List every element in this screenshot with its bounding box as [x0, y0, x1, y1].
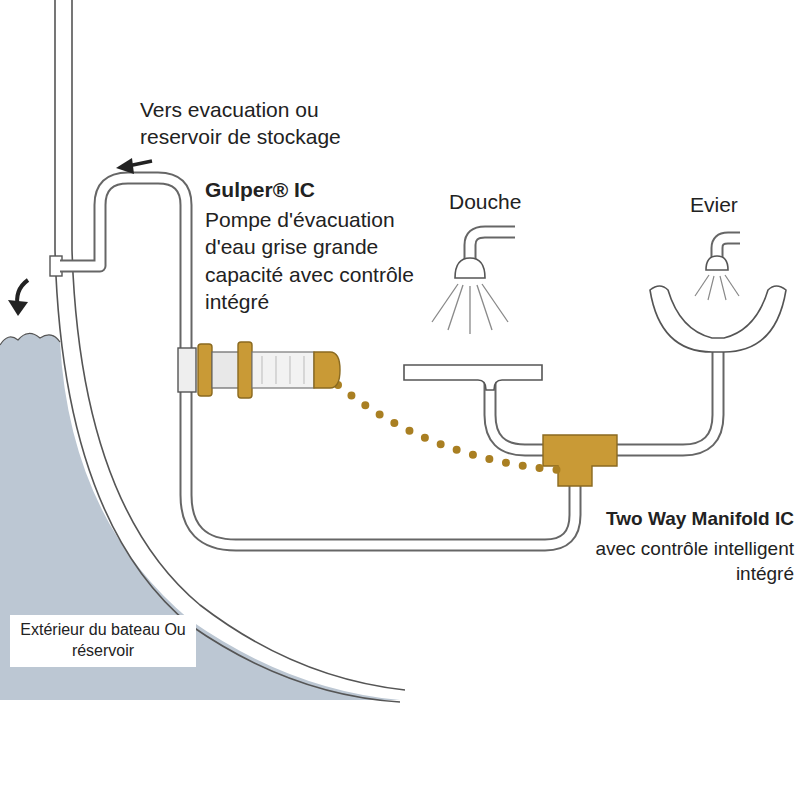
part-name: Gulper® IC	[205, 176, 315, 203]
part-name: Two Way Manifold IC	[606, 507, 794, 532]
part-description: Pompe d'évacuation d'eau grise grande ca…	[205, 206, 440, 315]
fixture-name: Douche	[449, 188, 521, 215]
location-box: Extérieur du bateau Ou réservoir	[10, 615, 196, 667]
flow-note: Vers evacuation ou reservoir de stockage	[140, 96, 390, 151]
part-description: avec contrôle intelligent intégré	[594, 537, 794, 586]
node-text: Extérieur du bateau Ou réservoir	[15, 620, 191, 662]
fixture-name: Evier	[690, 191, 738, 218]
